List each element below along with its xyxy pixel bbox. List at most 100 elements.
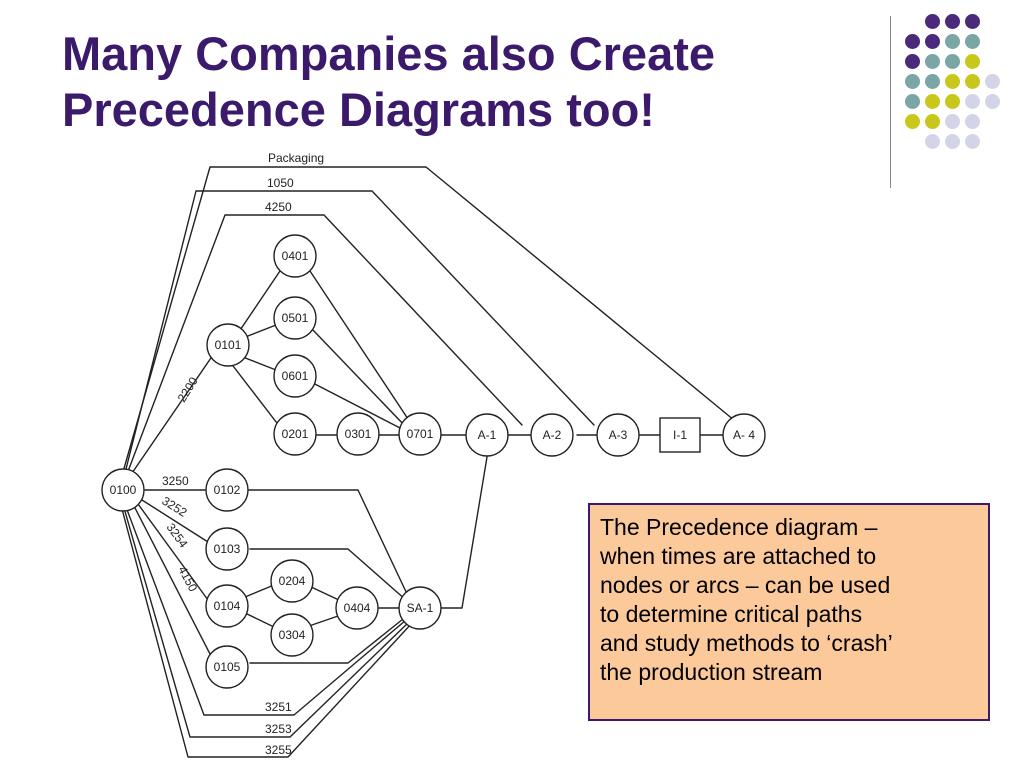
decorative-dot (985, 94, 1000, 109)
decorative-dot (925, 34, 940, 49)
node-label: 0401 (282, 249, 309, 263)
node-label: 0104 (214, 599, 241, 613)
node-circle (398, 412, 442, 456)
arc-3252 (141, 499, 209, 543)
arc-packaging (122, 166, 741, 473)
node-a1: A-1 (465, 413, 509, 457)
node-0404: 0404 (335, 586, 379, 630)
node-label: 0101 (215, 338, 242, 352)
decorative-dot-grid (905, 14, 1005, 164)
node-circle (101, 468, 145, 512)
decorative-dot (945, 34, 960, 49)
node-circle (205, 468, 249, 512)
decorative-dot (925, 114, 940, 129)
node-label: 0100 (110, 483, 137, 497)
title-line-2: Precedence Diagrams too! (62, 83, 655, 136)
node-circle (205, 584, 249, 628)
node-0401: 0401 (273, 234, 317, 278)
callout-line-6: the production stream (600, 659, 823, 685)
label-3254: 3254 (164, 521, 191, 551)
node-circle (205, 645, 249, 689)
decorative-dot (985, 74, 1000, 89)
decorative-dot (925, 14, 940, 29)
node-sa1: SA-1 (398, 586, 442, 630)
decorative-dot (945, 114, 960, 129)
node-label: 0601 (282, 369, 309, 383)
callout-line-3: nodes or arcs – can be used (600, 572, 891, 598)
arc-3255 (121, 508, 414, 758)
node-label: 0304 (279, 628, 306, 642)
node-box (659, 417, 701, 453)
decorative-dot (945, 74, 960, 89)
decorative-dot (905, 34, 920, 49)
callout-line-5: and study methods to ‘crash’ (600, 630, 893, 656)
node-0204: 0204 (270, 559, 314, 603)
node-0105: 0105 (205, 645, 249, 689)
node-label: 0102 (214, 483, 241, 497)
node-circle (206, 323, 250, 367)
node-a2: A-2 (530, 413, 574, 457)
node-label: 0204 (279, 574, 306, 588)
arc-4250 (126, 214, 523, 475)
arc-3254 (137, 503, 209, 601)
node-label: I-1 (673, 428, 687, 442)
decorative-dot (925, 54, 940, 69)
node-label: 0501 (282, 311, 309, 325)
decorative-dot (905, 54, 920, 69)
decorative-dot (945, 134, 960, 149)
decorative-dot (965, 14, 980, 29)
arc-1050 (124, 190, 595, 474)
node-label: 0201 (282, 427, 309, 441)
node-circle (270, 613, 314, 657)
node-circle (596, 413, 640, 457)
decorative-dot (945, 94, 960, 109)
node-0102: 0102 (205, 468, 249, 512)
decorative-dot (965, 114, 980, 129)
node-a3: A-3 (596, 413, 640, 457)
node-label: 0105 (214, 660, 241, 674)
node-circle (273, 354, 317, 398)
label-4150: 4150 (175, 564, 200, 594)
decorative-dot (965, 134, 980, 149)
header-divider (890, 16, 891, 188)
decorative-dot (965, 94, 980, 109)
slide-title: Many Companies also Create Precedence Di… (62, 26, 715, 138)
node-0201: 0201 (273, 412, 317, 456)
node-label: 0404 (344, 601, 371, 615)
callout-box: The Precedence diagram – when times are … (588, 503, 990, 721)
decorative-dot (905, 74, 920, 89)
arc-2200 (129, 354, 214, 477)
node-0304: 0304 (270, 613, 314, 657)
node-label: A-2 (543, 428, 562, 442)
node-circle (336, 412, 380, 456)
node-circle (270, 559, 314, 603)
node-circle (273, 412, 317, 456)
node-0103: 0103 (205, 527, 249, 571)
arc-3251 (125, 506, 407, 716)
node-circle (465, 413, 509, 457)
node-circle (273, 234, 317, 278)
node-label: A-1 (478, 428, 497, 442)
label-3252: 3252 (159, 494, 189, 520)
node-label: 0301 (345, 427, 372, 441)
decorative-dot (905, 114, 920, 129)
node-0501: 0501 (273, 296, 317, 340)
decorative-dot (965, 54, 980, 69)
node-label: A-3 (609, 428, 628, 442)
node-label: SA-1 (407, 601, 434, 615)
node-circle (335, 586, 379, 630)
label-3253: 3253 (265, 722, 292, 736)
label-3255: 3255 (265, 743, 292, 757)
title-line-1: Many Companies also Create (62, 27, 715, 80)
arc-4150 (133, 505, 211, 655)
decorative-dot (905, 94, 920, 109)
decorative-dot (925, 94, 940, 109)
decorative-dot (925, 134, 940, 149)
node-circle (722, 413, 766, 457)
callout-line-4: to determine critical paths (600, 601, 863, 627)
decorative-dot (925, 74, 940, 89)
label-4250: 4250 (265, 200, 292, 214)
callout-line-2: when times are attached to (600, 543, 877, 569)
arc-3253 (123, 507, 411, 738)
